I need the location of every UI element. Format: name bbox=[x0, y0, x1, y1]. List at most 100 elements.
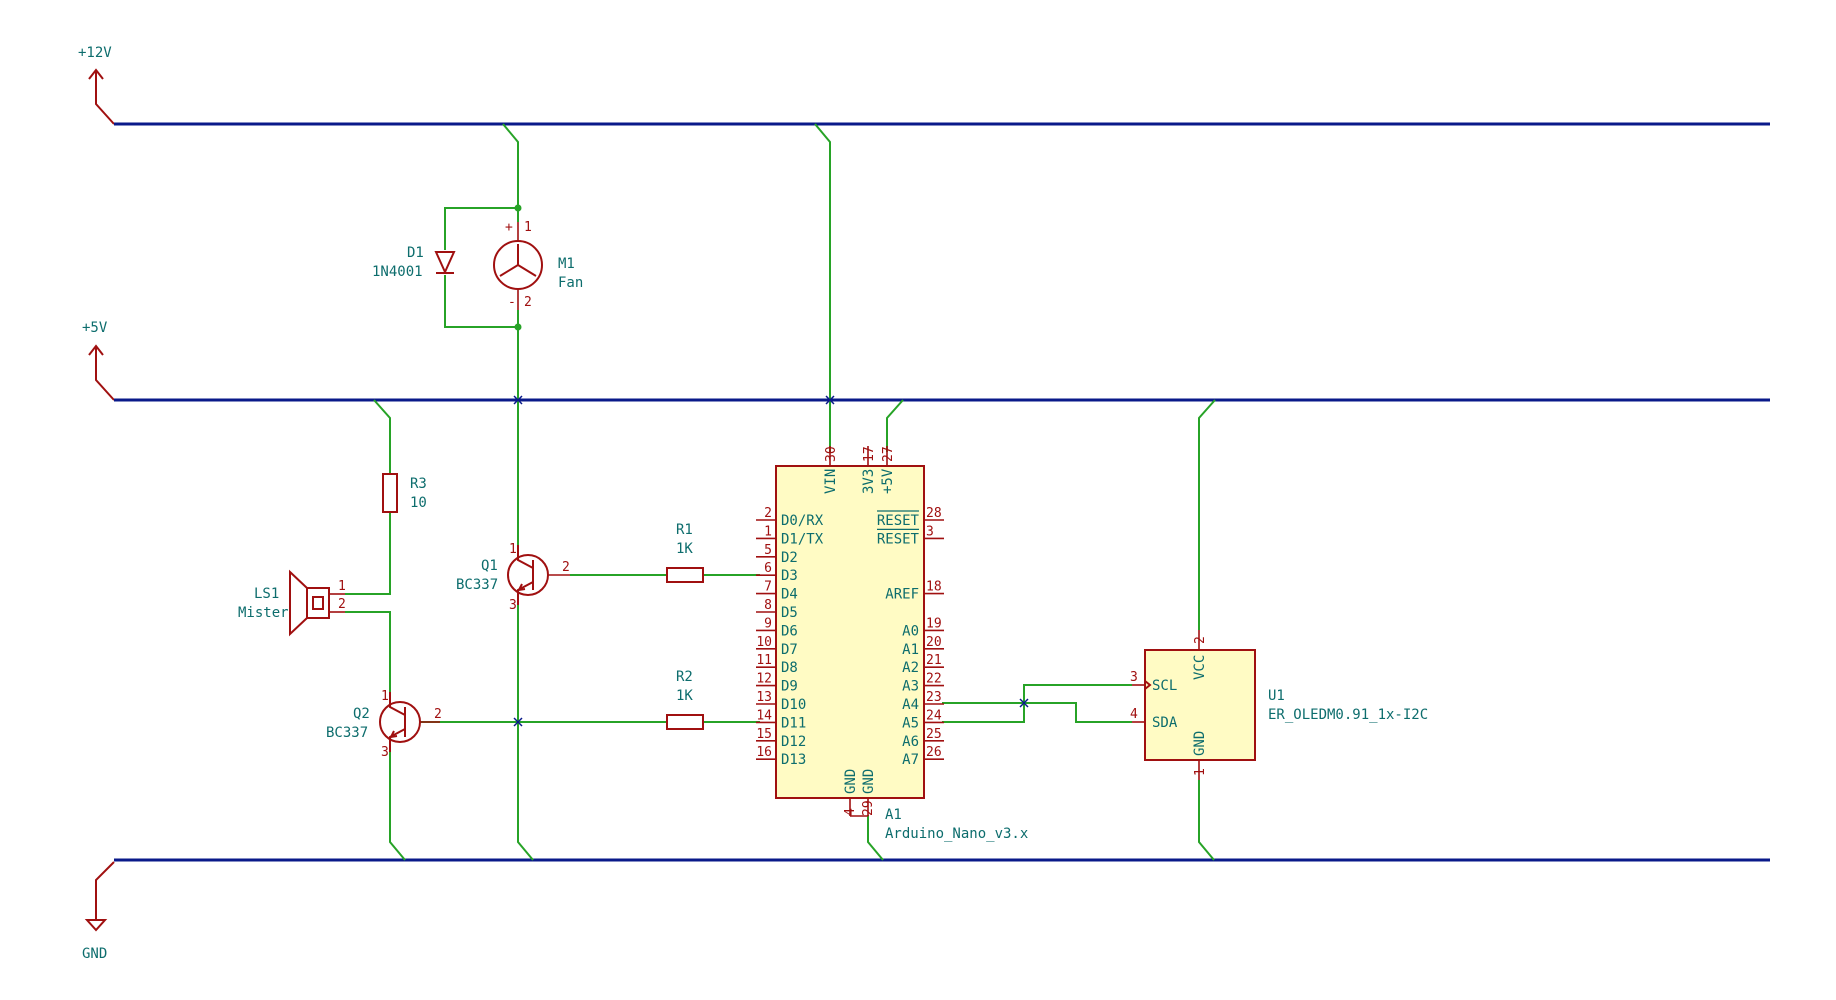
fan-pin1: 1 bbox=[524, 220, 532, 235]
a1-pin-num: 30 bbox=[824, 446, 839, 462]
u1-sda-name: SDA bbox=[1152, 715, 1178, 731]
resistor-r1[interactable]: R1 1K bbox=[666, 522, 704, 583]
power-5v-label: +5V bbox=[82, 320, 108, 336]
a1-pin-num: 8 bbox=[764, 598, 772, 613]
a1-pin-num: 11 bbox=[756, 653, 772, 668]
d1-value: 1N4001 bbox=[372, 264, 423, 280]
a1-pin-num: 4 bbox=[843, 808, 858, 816]
cross-icon bbox=[1019, 698, 1029, 708]
resistor-icon bbox=[666, 714, 704, 730]
oled-u1[interactable]: 2 VCC 1 GND 3 SCL 4 SDA U1 ER_OLEDM0.91_… bbox=[1130, 630, 1428, 780]
u1-gnd-num: 1 bbox=[1193, 768, 1208, 776]
arduino-body bbox=[775, 465, 925, 799]
clock-input-icon bbox=[1144, 680, 1152, 690]
wire-5v-r3 bbox=[373, 399, 391, 473]
r3-ref: R3 bbox=[410, 476, 427, 492]
a1-pin-num: 10 bbox=[756, 635, 772, 650]
resistor-icon bbox=[666, 567, 704, 583]
u1-scl-name: SCL bbox=[1152, 678, 1177, 694]
power-5v-arrow-icon bbox=[88, 344, 104, 356]
a1-pin-name: A7 bbox=[902, 752, 919, 768]
u1-ref: U1 bbox=[1268, 688, 1285, 704]
wire-sda bbox=[942, 702, 1132, 723]
q2-ref: Q2 bbox=[353, 706, 370, 722]
m1-ref: M1 bbox=[558, 256, 575, 272]
a1-pin-num: 16 bbox=[756, 745, 772, 760]
q1-value: BC337 bbox=[456, 577, 498, 593]
crossing-markers bbox=[513, 395, 1029, 727]
q1-pin2: 2 bbox=[562, 560, 570, 575]
power-5v-symbol: +5V bbox=[82, 320, 115, 401]
a1-pin-num: 22 bbox=[926, 672, 942, 687]
q2-pin3: 3 bbox=[381, 745, 389, 760]
a1-pin-name: D9 bbox=[781, 679, 798, 695]
a1-pin-name: VIN bbox=[823, 469, 839, 494]
wire-r3-ls1 bbox=[345, 513, 391, 595]
a1-pin-name: A2 bbox=[902, 660, 919, 676]
a1-pin-name: D11 bbox=[781, 715, 806, 731]
a1-pin-name: AREF bbox=[885, 587, 919, 603]
cross-icon bbox=[513, 395, 523, 405]
r3-value: 10 bbox=[410, 495, 427, 511]
a1-pin-num: 29 bbox=[861, 800, 876, 816]
resistor-r3[interactable]: R3 10 bbox=[382, 473, 427, 513]
u1-value: ER_OLEDM0.91_1x-I2C bbox=[1268, 707, 1428, 723]
power-12v-arrow-line bbox=[95, 70, 115, 125]
wire-ls1-q2 bbox=[345, 611, 391, 692]
a1-pin-num: 26 bbox=[926, 745, 942, 760]
u1-vcc-num: 2 bbox=[1193, 636, 1208, 644]
power-12v-symbol: +12V bbox=[78, 45, 115, 125]
diode-icon bbox=[434, 251, 456, 275]
a1-pin-num: 28 bbox=[926, 506, 942, 521]
resistor-r2[interactable]: R2 1K bbox=[666, 669, 704, 730]
a1-pin-num: 19 bbox=[926, 616, 942, 631]
a1-pin-num: 9 bbox=[764, 616, 772, 631]
power-gnd-icon bbox=[84, 919, 108, 932]
u1-sda-num: 4 bbox=[1130, 707, 1138, 722]
a1-pin-name: 3V3 bbox=[861, 469, 877, 494]
a1-pin-name: D7 bbox=[781, 642, 798, 658]
a1-pin-num: 20 bbox=[926, 635, 942, 650]
piezo-icon bbox=[312, 596, 324, 610]
diode-d1[interactable]: D1 1N4001 bbox=[372, 245, 456, 280]
transistor-icon bbox=[507, 554, 549, 596]
junction-dot bbox=[514, 204, 522, 212]
a1-pin-name: A1 bbox=[902, 642, 919, 658]
wires bbox=[345, 123, 1216, 861]
wire-5v-u1 bbox=[1198, 399, 1216, 630]
power-12v-arrow-icon bbox=[88, 68, 104, 80]
a1-pin-num: 7 bbox=[764, 580, 772, 595]
a1-pin-num: 25 bbox=[926, 727, 942, 742]
u1-scl-num: 3 bbox=[1130, 670, 1138, 685]
speaker-ls1[interactable]: 1 2 LS1 Mister bbox=[238, 569, 346, 637]
u1-vcc-name: VCC bbox=[1192, 655, 1208, 680]
q2-pin2: 2 bbox=[434, 707, 442, 722]
transistor-q1[interactable]: 1 2 3 Q1 BC337 bbox=[456, 542, 570, 613]
q1-pin3: 3 bbox=[509, 598, 517, 613]
a1-pin-name: A5 bbox=[902, 715, 919, 731]
ls1-pin1: 1 bbox=[338, 579, 346, 594]
a1-pin-name: D12 bbox=[781, 734, 806, 750]
fan-plus: + bbox=[505, 220, 513, 235]
ls1-value: Mister bbox=[238, 605, 289, 621]
a1-pin-name: A3 bbox=[902, 679, 919, 695]
a1-pin-num: 23 bbox=[926, 690, 942, 705]
wire-q2-gnd bbox=[389, 752, 406, 861]
a1-pin-name: D6 bbox=[781, 623, 798, 639]
q2-value: BC337 bbox=[326, 725, 368, 741]
fan-pin2: 2 bbox=[524, 295, 532, 310]
a1-pin-num: 1 bbox=[764, 524, 772, 539]
a1-pin-name: D10 bbox=[781, 697, 806, 713]
wire-12v-vin bbox=[814, 123, 831, 452]
resistor-icon bbox=[382, 473, 398, 513]
transistor-q2[interactable]: 1 2 3 Q2 BC337 bbox=[326, 689, 442, 760]
q2-pin1: 1 bbox=[381, 689, 389, 704]
a1-pin-name: A4 bbox=[902, 697, 919, 713]
a1-pin-name: D2 bbox=[781, 550, 798, 566]
fan-m1[interactable]: + - 1 2 M1 Fan bbox=[493, 220, 583, 310]
a1-pin-num: 13 bbox=[756, 690, 772, 705]
u1-gnd-name: GND bbox=[1192, 731, 1208, 756]
transistor-icon bbox=[379, 701, 421, 743]
